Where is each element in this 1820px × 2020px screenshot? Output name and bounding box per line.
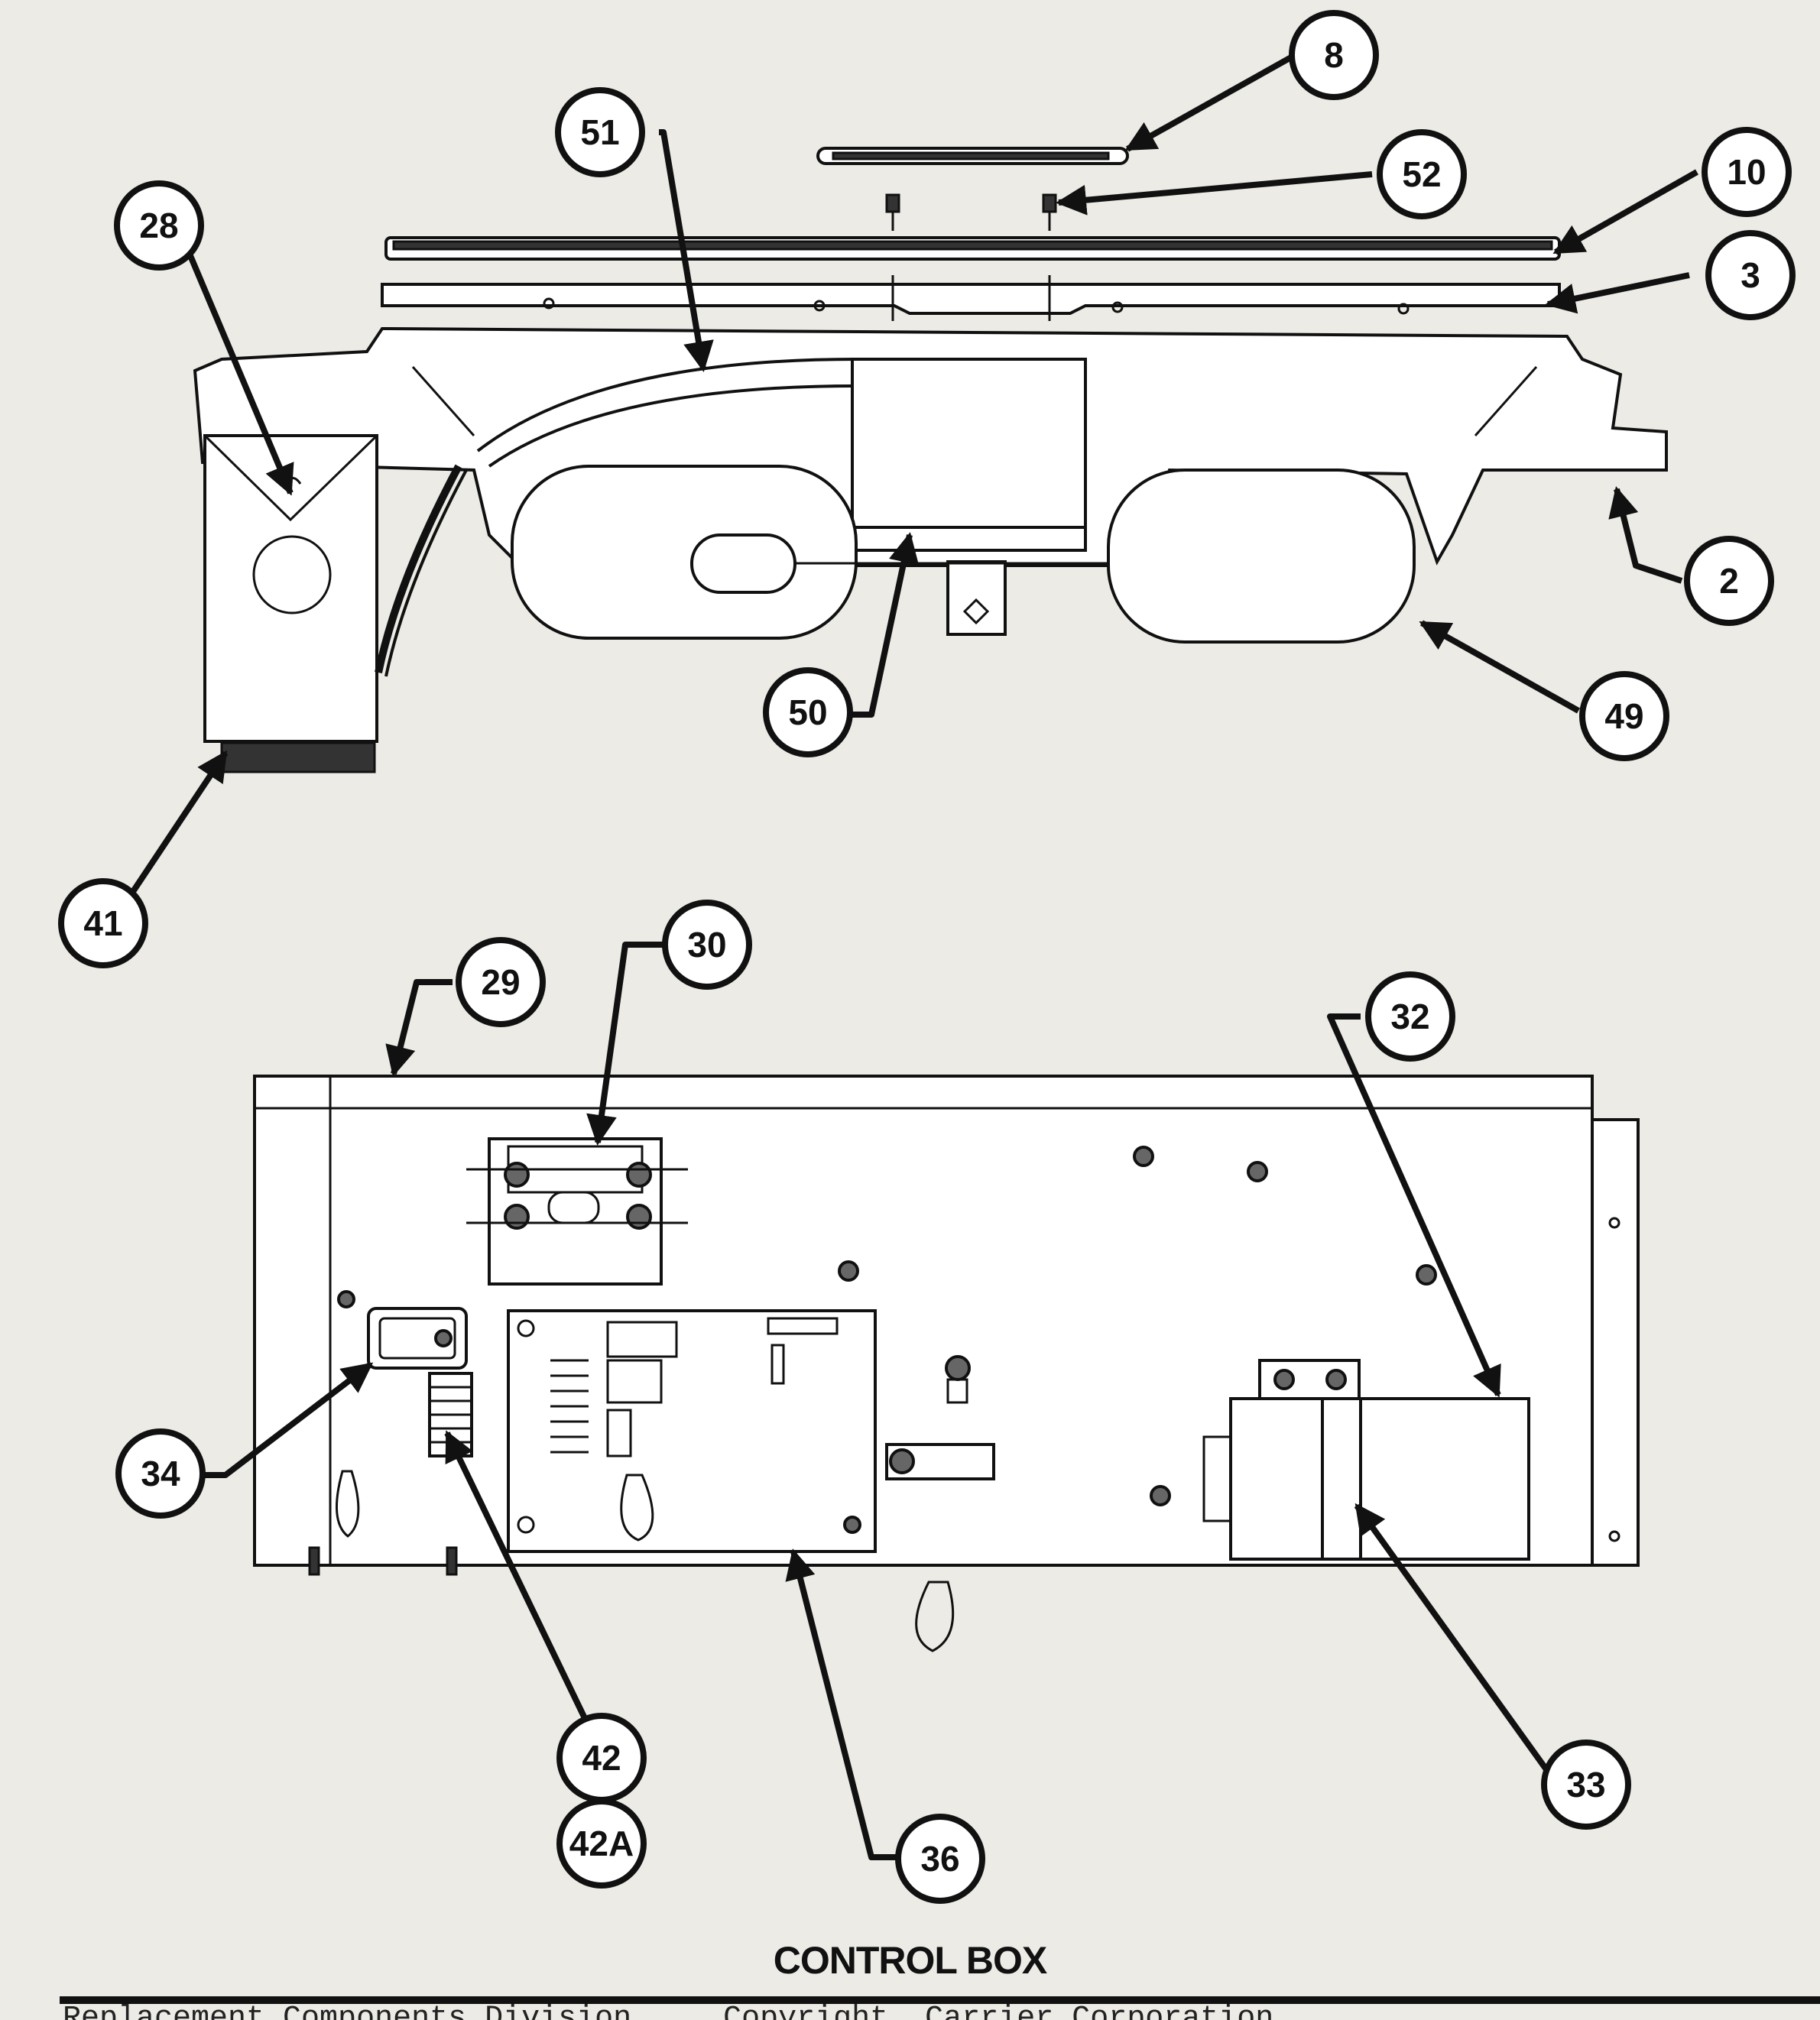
callout-3-label: 3 — [1741, 255, 1760, 295]
callout-41-label: 41 — [83, 903, 122, 943]
part-52-screws — [885, 193, 1057, 231]
panel-misc-parts — [308, 1355, 995, 1652]
part-28-junction-box — [203, 434, 468, 773]
callout-36: 36 — [895, 1814, 985, 1904]
part-10-rail — [384, 236, 1561, 261]
callout-51-label: 51 — [580, 112, 619, 152]
callout-42-label: 42 — [582, 1738, 621, 1778]
diagram-title: CONTROL BOX — [773, 1939, 1048, 1982]
callout-30: 30 — [662, 900, 752, 990]
callout-52: 52 — [1377, 129, 1467, 219]
callout-49: 49 — [1579, 671, 1669, 761]
callout-8: 8 — [1289, 10, 1379, 100]
callout-30-label: 30 — [687, 925, 726, 965]
part-32-cover — [1359, 1397, 1530, 1561]
callout-33: 33 — [1541, 1740, 1631, 1830]
callout-50-label: 50 — [788, 692, 827, 732]
callout-29-label: 29 — [481, 962, 520, 1002]
callout-52-label: 52 — [1402, 154, 1441, 194]
callout-42a-label: 42A — [569, 1824, 634, 1863]
callout-50: 50 — [763, 667, 853, 757]
callout-49-label: 49 — [1604, 696, 1643, 736]
callout-33-label: 33 — [1566, 1765, 1605, 1804]
callout-34: 34 — [115, 1428, 206, 1519]
callout-32: 32 — [1365, 971, 1455, 1062]
part-8-bracket — [816, 147, 1129, 165]
callout-28: 28 — [114, 180, 204, 271]
callout-32-label: 32 — [1390, 997, 1429, 1036]
callout-8-label: 8 — [1324, 35, 1344, 75]
callout-10: 10 — [1702, 127, 1792, 217]
callout-2: 2 — [1684, 536, 1774, 626]
callout-41: 41 — [58, 878, 148, 968]
part-3-strip — [381, 275, 1561, 321]
part-36-circuit-board — [507, 1309, 877, 1553]
callout-42a: 42A — [556, 1798, 647, 1889]
part-50-bracket — [851, 358, 1087, 636]
callout-51: 51 — [555, 87, 645, 177]
footer-text: Replacement Components Division Copyrigh… — [63, 2004, 1813, 2020]
callout-29: 29 — [456, 937, 546, 1027]
callout-10-label: 10 — [1727, 152, 1766, 192]
callout-36-label: 36 — [920, 1839, 959, 1879]
callout-2-label: 2 — [1719, 561, 1739, 601]
footer-divider — [60, 1996, 1820, 2004]
part-30-relay — [466, 1137, 688, 1286]
part-49-tanks — [511, 465, 1416, 644]
part-34-switch — [367, 1307, 468, 1370]
callout-3: 3 — [1705, 230, 1796, 320]
callout-34-label: 34 — [141, 1454, 180, 1493]
leader-lines — [108, 50, 1698, 1860]
callout-42: 42 — [556, 1713, 647, 1803]
callout-28-label: 28 — [139, 206, 178, 245]
